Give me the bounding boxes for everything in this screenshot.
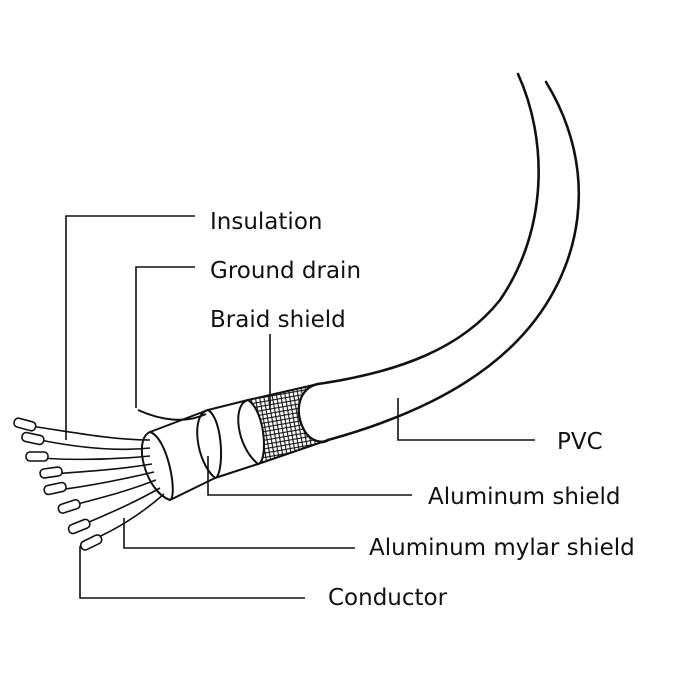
conductor-wire-6 bbox=[69, 479, 157, 507]
pvc-jacket bbox=[297, 72, 580, 444]
conductor-wire-5 bbox=[57, 471, 155, 491]
aluminum-shield-end bbox=[196, 408, 223, 480]
label-braid-shield: Braid shield bbox=[210, 307, 346, 333]
conductor-tip-4 bbox=[39, 466, 63, 479]
leader-pvc bbox=[397, 398, 535, 441]
conductors bbox=[13, 417, 165, 551]
leader-conductor bbox=[79, 546, 305, 599]
conductor-wire-4 bbox=[51, 463, 153, 475]
conductor-tip-1 bbox=[13, 417, 37, 432]
jacket-upper-edge bbox=[316, 72, 540, 386]
conductor-wire-2 bbox=[39, 439, 151, 451]
label-ground-drain: Ground drain bbox=[210, 258, 361, 284]
label-conductor: Conductor bbox=[328, 585, 448, 611]
jacket-lower-edge bbox=[326, 80, 580, 442]
conductor-tip-2 bbox=[21, 431, 45, 446]
leader-ground-drain bbox=[135, 266, 195, 408]
leader-aluminum-mylar-shield bbox=[123, 518, 355, 549]
ground-drain-wire bbox=[137, 409, 207, 421]
conductor-tip-5 bbox=[43, 481, 67, 496]
conductor-tip-6 bbox=[57, 499, 81, 514]
leader-insulation bbox=[65, 215, 195, 440]
label-insulation: Insulation bbox=[210, 209, 322, 235]
conductor-wire-1 bbox=[29, 425, 151, 441]
leader-lines bbox=[65, 215, 535, 599]
conductor-tip-7 bbox=[67, 518, 91, 535]
label-aluminum-mylar-shield: Aluminum mylar shield bbox=[369, 535, 635, 561]
label-aluminum-shield: Aluminum shield bbox=[428, 484, 620, 510]
conductor-tip-3 bbox=[25, 451, 49, 462]
conductor-wire-8 bbox=[91, 493, 165, 541]
label-pvc: PVC bbox=[557, 429, 603, 455]
leader-aluminum-shield bbox=[207, 456, 412, 496]
conductor-tip-8 bbox=[79, 534, 103, 551]
conductor-wire-3 bbox=[37, 455, 151, 461]
